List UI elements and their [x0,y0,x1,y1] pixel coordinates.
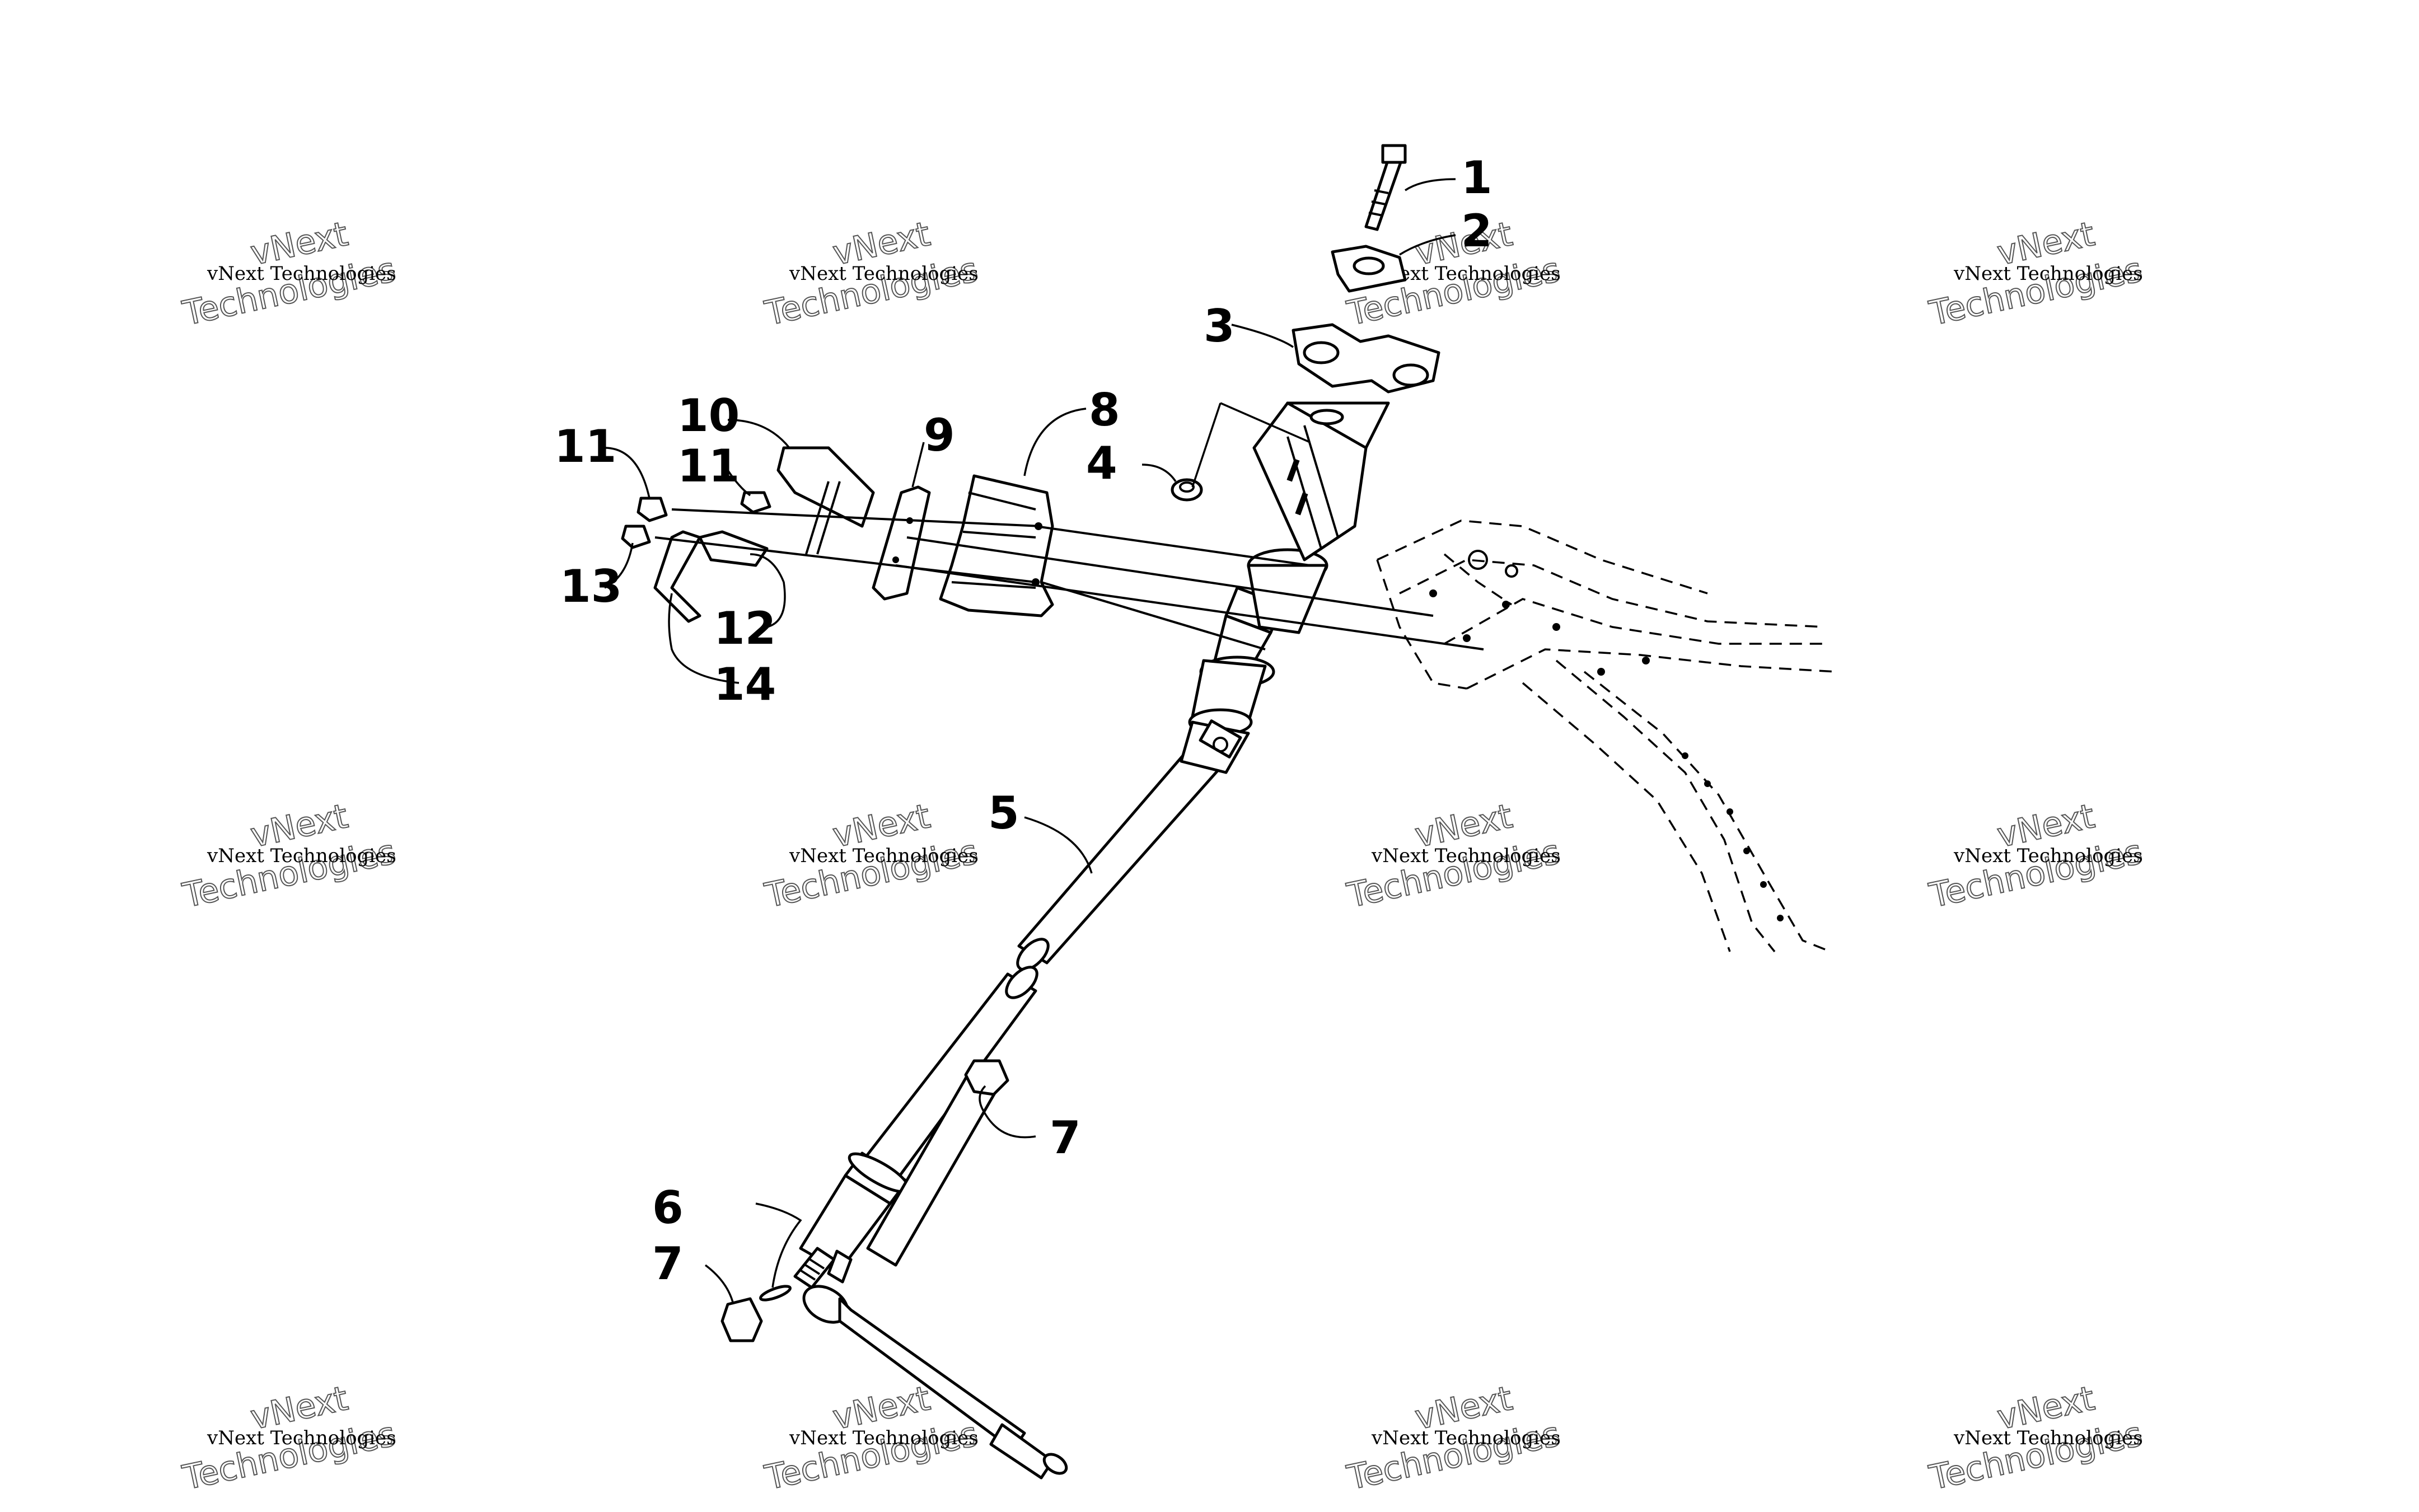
handlebar-block [1292,323,1440,394]
callout-11-left: 11 [554,420,616,472]
handlebar-cap [1331,245,1407,293]
callout-1: 1 [1461,152,1492,204]
callouts: 1 2 3 4 5 6 7 7 8 9 10 11 11 12 13 14 [554,152,1492,1290]
post-nut [1171,478,1203,502]
mounting-plate [872,485,931,601]
callout-2: 2 [1461,205,1492,257]
cap-bolt [1364,144,1407,231]
callout-12: 12 [714,602,776,654]
callout-3: 3 [1204,300,1235,352]
callout-8: 8 [1089,384,1120,436]
watermark-small: vNext Technologies [789,263,979,285]
callout-14: 14 [714,658,776,710]
watermark-small: vNext Technologies [789,845,979,867]
watermark-small: vNext Technologies [789,1427,979,1449]
callout-7-lower: 7 [652,1238,684,1290]
steering-post [1180,548,1328,774]
watermark-small: vNext Technologies [1371,845,1561,867]
cable-bracket [653,530,701,623]
frame-outline [1376,519,1837,953]
watermark-small: vNext Technologies [1953,845,2143,867]
tie-rod-assembly [720,1059,1068,1480]
leader-lines [604,178,1456,1305]
watermark-small: vNext Technologies [1371,1427,1561,1449]
screw-13 [621,525,651,549]
callout-5: 5 [988,787,1019,839]
watermark-small: vNext Technologies [207,845,396,867]
watermark-small: vNext Technologies [207,263,396,285]
callout-11-right: 11 [677,440,740,492]
callout-7-upper: 7 [1050,1112,1081,1164]
callout-13: 13 [560,560,622,612]
post-bracket [1252,401,1390,561]
callout-6: 6 [652,1182,684,1234]
callout-10: 10 [677,390,740,442]
callout-9: 9 [924,409,955,461]
watermark-small: vNext Technologies [1953,1427,2143,1449]
screw-11b [740,491,771,514]
handlebar-clamp [776,446,875,555]
watermark-small: vNext Technologies [207,1427,396,1449]
watermark-small: vNext Technologies [1953,263,2143,285]
assembly-lines [654,508,1484,650]
callout-4: 4 [1086,437,1117,489]
screw-11a [637,497,668,522]
steering-shaft [793,743,1228,1289]
